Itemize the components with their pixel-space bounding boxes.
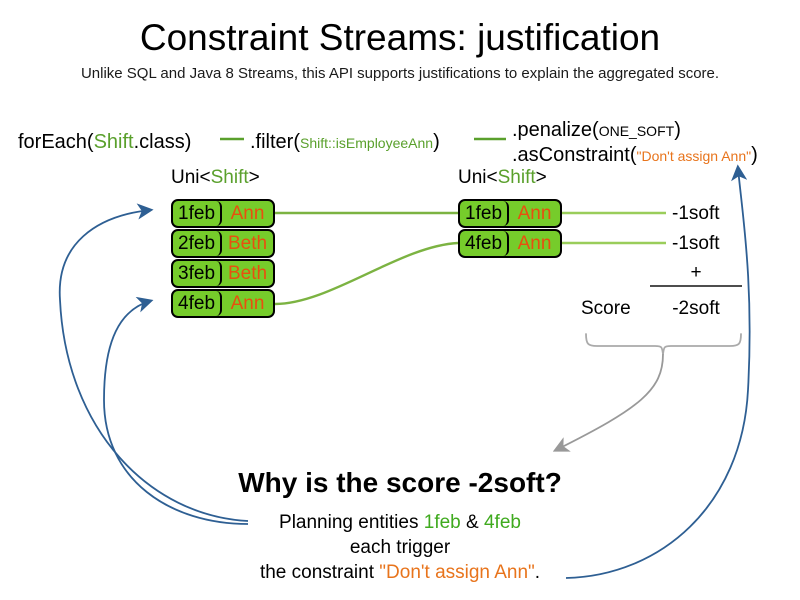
score-total: -2soft xyxy=(672,298,720,319)
shift-stack-left: 1feb Ann 2feb Beth 3feb Beth 4feb Ann xyxy=(171,199,275,318)
explanation-heading: Why is the score -2soft? xyxy=(238,467,562,498)
penalty-label: -1soft xyxy=(672,233,720,254)
explanation-line3-pre: the constraint xyxy=(259,562,380,583)
explanation-line3-post: . xyxy=(534,562,541,583)
code-filter-arg: Shift::isEmployeeAnn xyxy=(300,135,434,151)
code-filter-call: .filter( xyxy=(250,131,300,153)
uni-right-prefix: Uni< xyxy=(458,167,498,188)
shift-employee: Beth xyxy=(227,233,268,254)
shift-employee: Ann xyxy=(230,293,265,314)
shift-date: 1feb xyxy=(173,201,223,226)
explanation-entity-b: 4feb xyxy=(483,512,521,533)
uni-right-type: Shift xyxy=(497,167,536,188)
uni-right-suffix: > xyxy=(535,167,547,188)
page-subtitle: Unlike SQL and Java 8 Streams, this API … xyxy=(80,65,720,82)
uni-left-type: Shift xyxy=(210,167,249,188)
code-asconstraint: .asConstraint("Don't assign Ann") xyxy=(512,143,758,168)
shift-employee: Ann xyxy=(230,203,265,224)
score-divider xyxy=(650,285,742,287)
shift-employee: Ann xyxy=(517,203,552,224)
stream-link-4feb xyxy=(274,241,459,306)
code-penalize-arg: ONE_SOFT xyxy=(598,123,675,139)
uni-label-left: Uni<Shift> xyxy=(171,167,260,189)
shift-row[interactable]: 1feb Ann xyxy=(171,199,275,228)
shift-stack-right: 1feb Ann 4feb Ann xyxy=(458,199,562,258)
score-label: Score xyxy=(581,298,631,319)
explanation-line-3: the constraint "Don't assign Ann". xyxy=(0,561,800,585)
uni-left-prefix: Uni< xyxy=(171,167,211,188)
code-foreach-type: Shift xyxy=(93,131,134,153)
explanation-entity-a: 1feb xyxy=(423,512,461,533)
shift-date: 4feb xyxy=(460,231,510,256)
explanation-line1-pre: Planning entities xyxy=(279,512,424,533)
explanation-constraint-name: "Don't assign Ann" xyxy=(379,562,535,583)
shift-row[interactable]: 4feb Ann xyxy=(171,289,275,318)
code-asconstraint-arg: "Don't assign Ann" xyxy=(636,148,752,164)
score-operator: + xyxy=(690,262,702,283)
code-asconstraint-tail: ) xyxy=(751,144,758,166)
shift-row[interactable]: 1feb Ann xyxy=(458,199,562,228)
shift-date: 2feb xyxy=(173,231,223,256)
explanation-line-2: each trigger xyxy=(349,537,451,558)
shift-row[interactable]: 2feb Beth xyxy=(171,229,275,258)
shift-employee: Beth xyxy=(227,263,268,284)
code-foreach-call: forEach( xyxy=(18,131,94,153)
penalty-label: -1soft xyxy=(672,203,720,224)
uni-label-right: Uni<Shift> xyxy=(458,167,547,189)
explanation-line-1: Planning entities 1feb & 4feb xyxy=(0,511,800,535)
page-title: Constraint Streams: justification xyxy=(139,17,661,58)
shift-employee: Ann xyxy=(517,233,552,254)
shift-row[interactable]: 4feb Ann xyxy=(458,229,562,258)
code-penalize: .penalize(ONE_SOFT) xyxy=(512,118,681,143)
code-penalize-call: .penalize( xyxy=(512,119,599,141)
code-foreach: forEach(Shift.class) xyxy=(18,130,191,154)
code-foreach-tail: .class) xyxy=(133,131,192,153)
score-brace-icon xyxy=(585,333,742,355)
uni-left-suffix: > xyxy=(248,167,260,188)
shift-row[interactable]: 3feb Beth xyxy=(171,259,275,288)
explanation-amp: & xyxy=(460,512,484,533)
code-filter: .filter(Shift::isEmployeeAnn) xyxy=(250,130,440,155)
shift-date: 1feb xyxy=(460,201,510,226)
shift-date: 3feb xyxy=(173,261,223,286)
score-explain-arrow-icon xyxy=(552,353,664,452)
code-asconstraint-call: .asConstraint( xyxy=(512,144,637,166)
code-penalize-tail: ) xyxy=(674,119,681,141)
shift-date: 4feb xyxy=(173,291,223,316)
code-filter-tail: ) xyxy=(433,131,440,153)
